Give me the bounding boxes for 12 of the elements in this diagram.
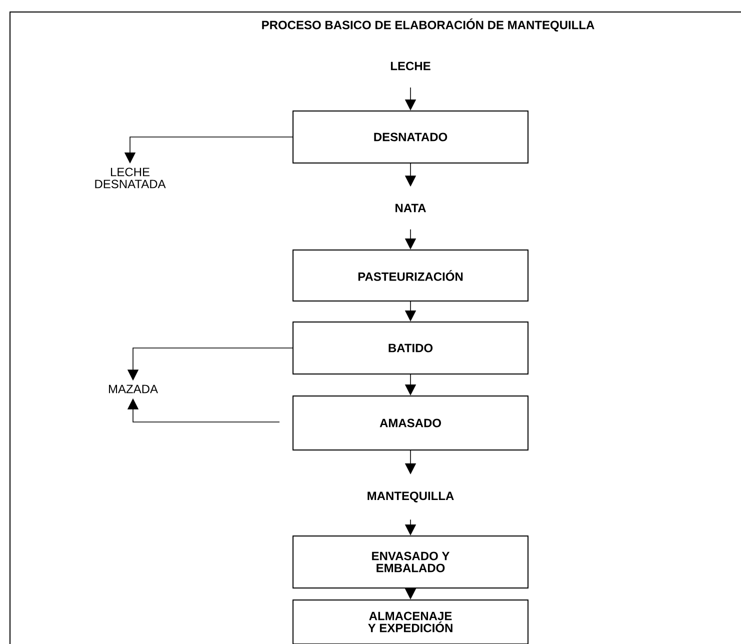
process-box: ALMACENAJE Y EXPEDICIÓN [292,600,528,644]
byproduct-label: MAZADA [109,384,158,394]
process-box: ENVASADO Y EMBALADO [292,536,528,588]
process-box: BATIDO [292,322,528,374]
process-box: PASTEURIZACIÓN [292,250,528,302]
process-box: DESNATADO [292,110,528,164]
title: PROCESO BASICO DE ELABORACIÓN DE MANTEQUILLA [262,18,594,32]
product-label: MANTEQUILLA [368,492,454,502]
process-box: AMASADO [292,396,528,450]
byproduct-label: LECHE DESNATADA [95,168,166,188]
product-label: LECHE [390,62,430,70]
product-label: NATA [396,204,426,212]
